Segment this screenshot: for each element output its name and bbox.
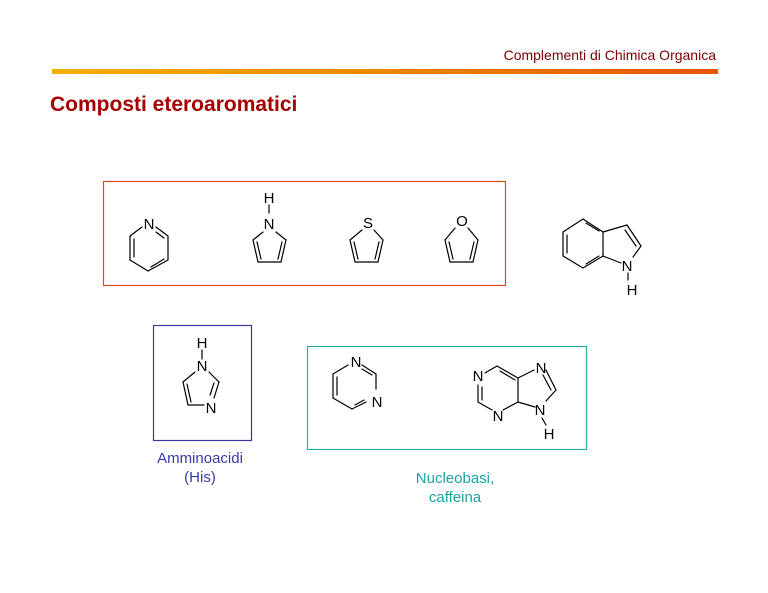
pyridine-structure: N bbox=[129, 216, 169, 272]
imidazole-h-label: H bbox=[197, 335, 208, 352]
pyrimidine-structure: N N bbox=[332, 354, 383, 411]
imidazole-n1-label: N bbox=[197, 358, 208, 375]
indole-structure: N H bbox=[562, 218, 642, 299]
pyridine-n-label: N bbox=[144, 216, 155, 233]
purine-n7-label: N bbox=[536, 360, 547, 377]
simple-heterocycles-box bbox=[102, 180, 507, 287]
furan-o-label: O bbox=[456, 213, 468, 230]
nucleobases-box bbox=[306, 345, 588, 451]
page-title: Composti eteroaromatici bbox=[50, 93, 298, 116]
header-rule bbox=[52, 69, 718, 74]
imidazole-n3-label: N bbox=[206, 400, 217, 417]
thiophene-structure: S bbox=[349, 215, 384, 263]
purine-n3-label: N bbox=[493, 408, 504, 425]
pyrrole-h-label: H bbox=[264, 190, 275, 207]
amino-acids-caption: Amminoacidi (His) bbox=[130, 449, 270, 487]
pyrrole-structure: H N bbox=[252, 190, 287, 263]
purine-h-label: H bbox=[544, 426, 555, 443]
purine-n1-label: N bbox=[473, 368, 484, 385]
header-title: Complementi di Chimica Organica bbox=[503, 47, 716, 63]
amino-acids-caption-line1: Amminoacidi bbox=[157, 450, 243, 467]
amino-acids-box bbox=[152, 324, 253, 442]
purine-n9-label: N bbox=[535, 402, 546, 419]
imidazole-structure: H N N bbox=[182, 335, 220, 417]
pyrimidine-n3-label: N bbox=[372, 394, 383, 411]
pyrimidine-n1-label: N bbox=[351, 354, 362, 371]
nucleobases-caption: Nucleobasi, caffeina bbox=[380, 469, 530, 507]
nucleobases-caption-line2: caffeina bbox=[428, 489, 482, 506]
nucleobases-caption-line1: Nucleobasi, bbox=[415, 470, 495, 487]
furan-structure: O bbox=[444, 213, 479, 263]
indole-n-label: N bbox=[622, 258, 633, 275]
purine-structure: N N N N H bbox=[473, 360, 557, 443]
amino-acids-caption-line2: (His) bbox=[184, 469, 216, 486]
thiophene-s-label: S bbox=[363, 215, 373, 232]
indole-h-label: H bbox=[627, 282, 638, 299]
pyrrole-n-label: N bbox=[264, 216, 275, 233]
